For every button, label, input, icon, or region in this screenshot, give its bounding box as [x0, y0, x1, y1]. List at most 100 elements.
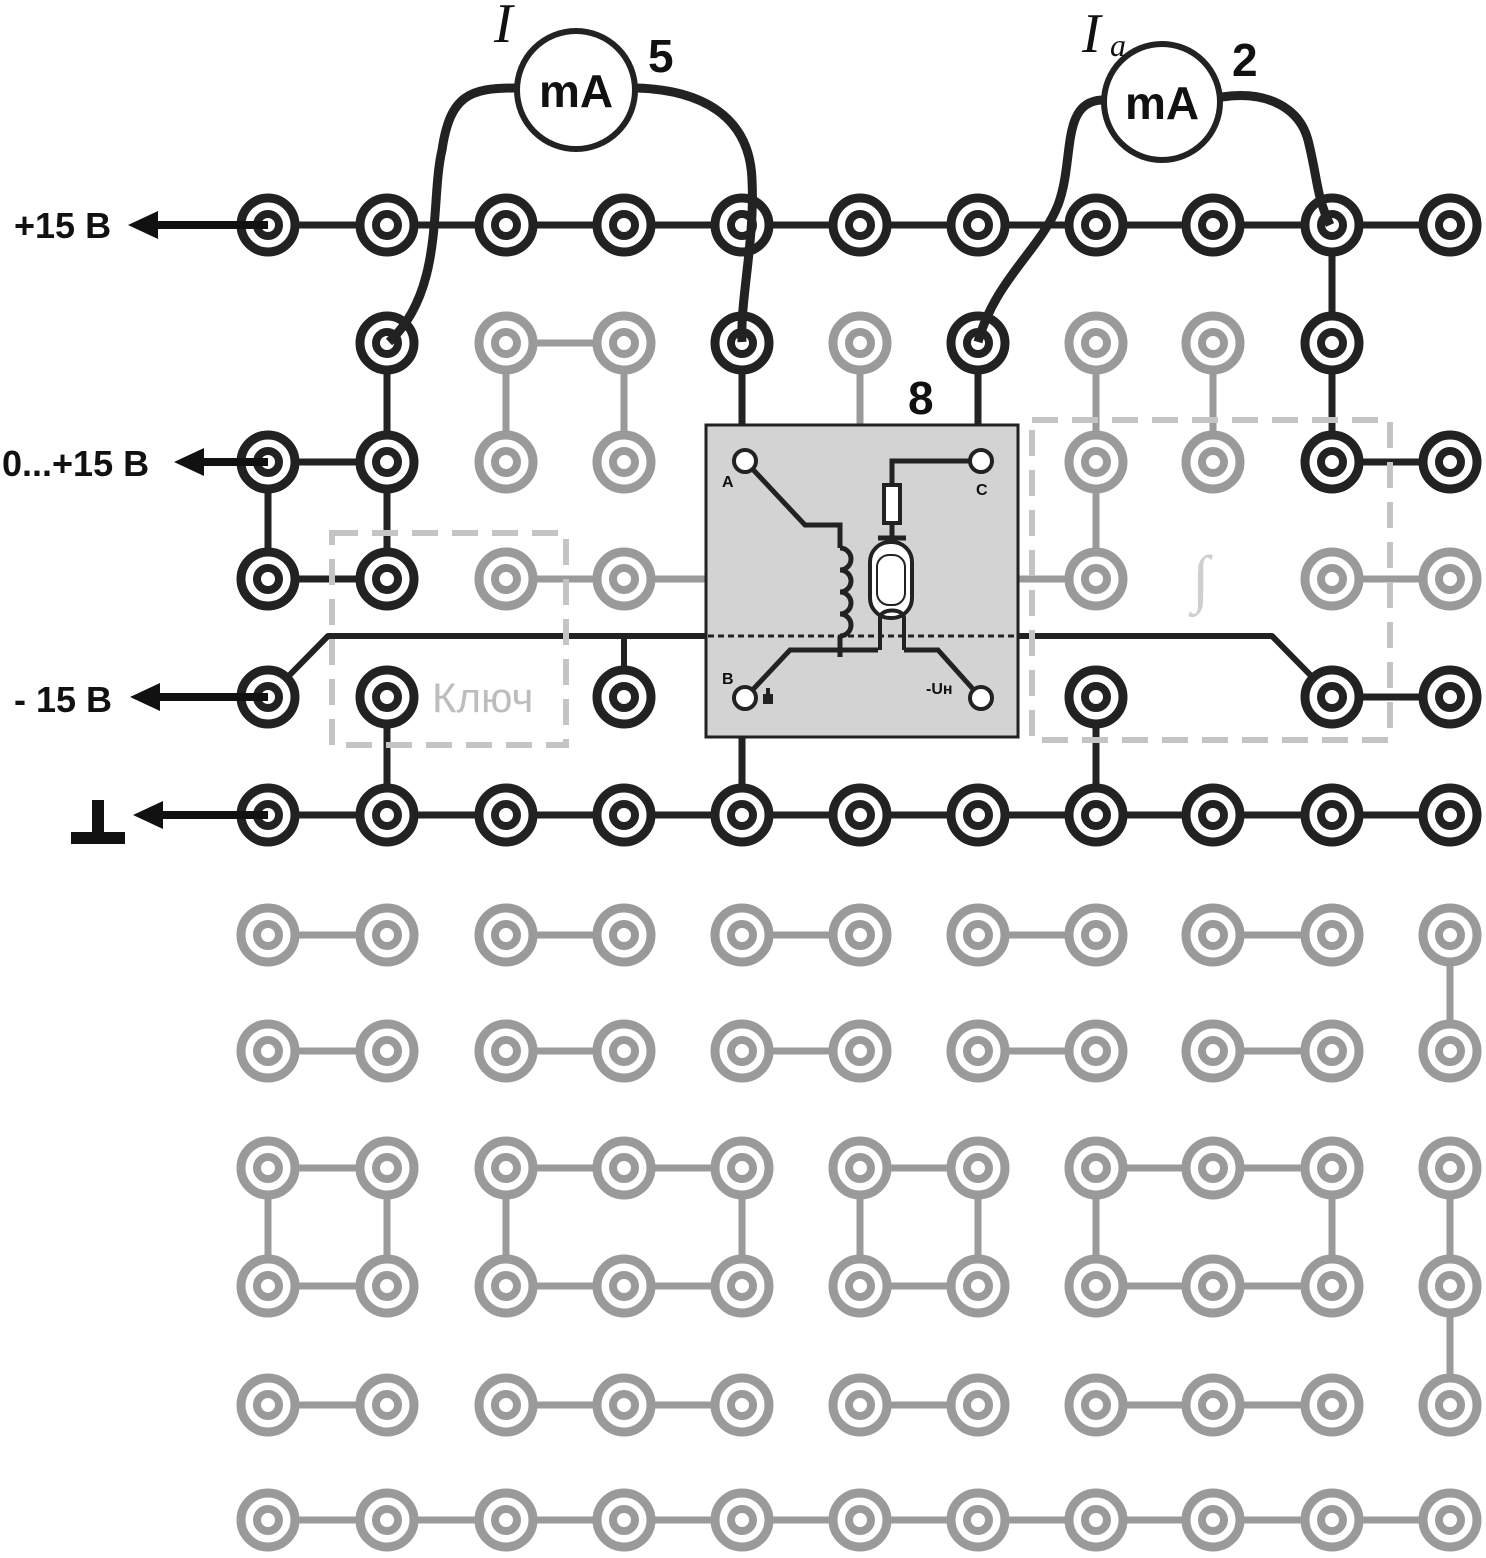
socket-r10-c2[interactable] [474, 1373, 538, 1437]
socket-r7-c2[interactable] [474, 1019, 538, 1083]
socket-r10-c1[interactable] [355, 1373, 419, 1437]
socket-r10-c8[interactable] [1181, 1373, 1245, 1437]
socket-r7-c5[interactable] [828, 1019, 892, 1083]
socket-r5-c6[interactable] [946, 783, 1010, 847]
socket-r8-c3[interactable] [592, 1136, 656, 1200]
socket-r2-c7[interactable] [1064, 430, 1128, 494]
socket-r9-c1[interactable] [355, 1254, 419, 1318]
socket-r5-c1[interactable] [355, 783, 419, 847]
socket-r3-c10[interactable] [1418, 547, 1482, 611]
socket-r7-c8[interactable] [1181, 1019, 1245, 1083]
socket-r7-c7[interactable] [1064, 1019, 1128, 1083]
socket-r0-c1[interactable] [355, 193, 419, 257]
socket-r4-c9[interactable] [1300, 665, 1364, 729]
socket-r8-c9[interactable] [1300, 1136, 1364, 1200]
socket-r4-c1[interactable] [355, 665, 419, 729]
meter-2-cable-right[interactable] [1221, 91, 1335, 227]
socket-r2-c10[interactable] [1418, 430, 1482, 494]
socket-r10-c6[interactable] [946, 1373, 1010, 1437]
socket-r1-c6[interactable] [946, 311, 1010, 375]
milliammeter-5[interactable]: mA 5 I [493, 0, 674, 152]
socket-r5-c4[interactable] [710, 783, 774, 847]
socket-r9-c0[interactable] [236, 1254, 300, 1318]
socket-r9-c7[interactable] [1064, 1254, 1128, 1318]
socket-r6-c9[interactable] [1300, 903, 1364, 967]
socket-r7-c3[interactable] [592, 1019, 656, 1083]
socket-r9-c5[interactable] [828, 1254, 892, 1318]
socket-r0-c6[interactable] [946, 193, 1010, 257]
socket-r9-c9[interactable] [1300, 1254, 1364, 1318]
socket-r3-c3[interactable] [592, 547, 656, 611]
socket-r2-c9[interactable] [1300, 430, 1364, 494]
socket-r8-c8[interactable] [1181, 1136, 1245, 1200]
socket-r7-c10[interactable] [1418, 1019, 1482, 1083]
meter-5-cable-left[interactable] [385, 83, 516, 346]
socket-r6-c2[interactable] [474, 903, 538, 967]
socket-r5-c10[interactable] [1418, 783, 1482, 847]
socket-r8-c5[interactable] [828, 1136, 892, 1200]
socket-r7-c0[interactable] [236, 1019, 300, 1083]
meter-5-cable-right[interactable] [636, 83, 757, 343]
socket-r3-c9[interactable] [1300, 547, 1364, 611]
socket-r6-c1[interactable] [355, 903, 419, 967]
socket-r9-c8[interactable] [1181, 1254, 1245, 1318]
socket-r3-c0[interactable] [236, 547, 300, 611]
socket-r6-c10[interactable] [1418, 903, 1482, 967]
socket-r8-c6[interactable] [946, 1136, 1010, 1200]
socket-r6-c6[interactable] [946, 903, 1010, 967]
socket-r3-c7[interactable] [1064, 547, 1128, 611]
socket-r10-c4[interactable] [710, 1373, 774, 1437]
socket-r8-c4[interactable] [710, 1136, 774, 1200]
socket-r0-c7[interactable] [1064, 193, 1128, 257]
socket-r5-c2[interactable] [474, 783, 538, 847]
socket-r11-c2[interactable] [474, 1488, 538, 1552]
socket-r5-c7[interactable] [1064, 783, 1128, 847]
socket-r1-c2[interactable] [474, 311, 538, 375]
socket-r9-c10[interactable] [1418, 1254, 1482, 1318]
socket-r0-c9[interactable] [1300, 193, 1364, 257]
socket-r9-c4[interactable] [710, 1254, 774, 1318]
socket-r5-c3[interactable] [592, 783, 656, 847]
socket-r0-c2[interactable] [474, 193, 538, 257]
socket-r2-c8[interactable] [1181, 430, 1245, 494]
socket-r0-c10[interactable] [1418, 193, 1482, 257]
socket-r6-c0[interactable] [236, 903, 300, 967]
socket-r11-c9[interactable] [1300, 1488, 1364, 1552]
socket-r6-c3[interactable] [592, 903, 656, 967]
socket-r8-c1[interactable] [355, 1136, 419, 1200]
socket-r4-c10[interactable] [1418, 665, 1482, 729]
socket-r6-c5[interactable] [828, 903, 892, 967]
pin-c[interactable] [968, 448, 994, 474]
socket-r9-c2[interactable] [474, 1254, 538, 1318]
socket-r10-c9[interactable] [1300, 1373, 1364, 1437]
socket-r11-c8[interactable] [1181, 1488, 1245, 1552]
socket-r8-c7[interactable] [1064, 1136, 1128, 1200]
socket-r8-c10[interactable] [1418, 1136, 1482, 1200]
socket-r11-c6[interactable] [946, 1488, 1010, 1552]
socket-r10-c10[interactable] [1418, 1373, 1482, 1437]
socket-r10-c3[interactable] [592, 1373, 656, 1437]
pin-b[interactable] [732, 685, 758, 711]
socket-r2-c1[interactable] [355, 430, 419, 494]
socket-r2-c3[interactable] [592, 430, 656, 494]
socket-r4-c7[interactable] [1064, 665, 1128, 729]
pin-a[interactable] [732, 448, 758, 474]
socket-r6-c7[interactable] [1064, 903, 1128, 967]
socket-r5-c8[interactable] [1181, 783, 1245, 847]
socket-r3-c2[interactable] [474, 547, 538, 611]
socket-r11-c1[interactable] [355, 1488, 419, 1552]
socket-r11-c4[interactable] [710, 1488, 774, 1552]
socket-r11-c3[interactable] [592, 1488, 656, 1552]
socket-r0-c8[interactable] [1181, 193, 1245, 257]
socket-r10-c7[interactable] [1064, 1373, 1128, 1437]
socket-r5-c9[interactable] [1300, 783, 1364, 847]
socket-r11-c10[interactable] [1418, 1488, 1482, 1552]
socket-r8-c0[interactable] [236, 1136, 300, 1200]
module-8[interactable]: A B C -Uн 8 [704, 372, 1020, 739]
socket-r4-c3[interactable] [592, 665, 656, 729]
socket-r11-c5[interactable] [828, 1488, 892, 1552]
socket-r1-c3[interactable] [592, 311, 656, 375]
socket-r3-c1[interactable] [355, 547, 419, 611]
socket-r0-c5[interactable] [828, 193, 892, 257]
socket-r7-c6[interactable] [946, 1019, 1010, 1083]
